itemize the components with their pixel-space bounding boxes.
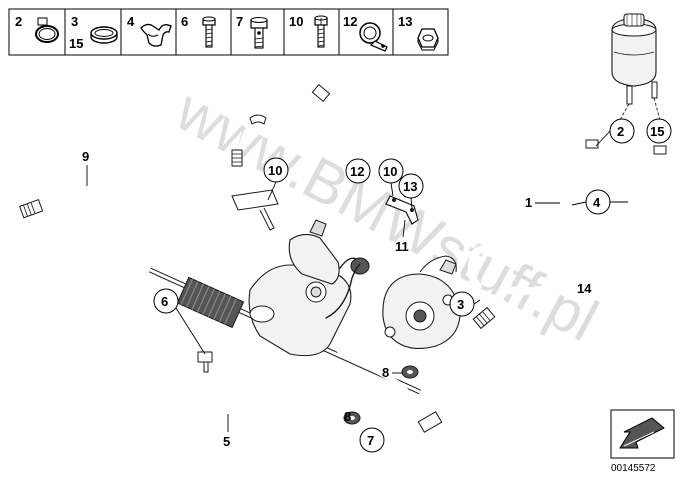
legend-item-6[interactable]: 6	[181, 14, 216, 48]
reservoir	[611, 13, 661, 121]
legend-label-10: 10	[289, 14, 303, 29]
callout-4[interactable]: 4	[571, 189, 628, 215]
legend-label-2: 2	[15, 14, 22, 29]
legend-label-13: 13	[398, 14, 412, 29]
svg-text:9: 9	[82, 149, 89, 164]
bracket-11	[385, 195, 419, 225]
svg-text:3: 3	[457, 297, 464, 312]
legend-item-10[interactable]: 10	[289, 14, 328, 48]
legend-label-3: 3	[71, 14, 78, 29]
bolt-icon	[202, 16, 216, 48]
svg-text:15: 15	[650, 124, 664, 139]
svg-text:12: 12	[350, 164, 364, 179]
svg-text:10: 10	[268, 163, 282, 178]
svg-text:4: 4	[593, 195, 601, 210]
svg-text:10: 10	[383, 164, 397, 179]
orientation-box: 00145572	[610, 409, 675, 474]
hex-nut-icon	[417, 28, 439, 51]
hose-14	[472, 145, 667, 330]
diagram-code: 00145572	[611, 463, 656, 474]
svg-text:13: 13	[403, 179, 417, 194]
callout-12[interactable]: 12	[345, 158, 371, 184]
callout-2[interactable]: 2	[595, 118, 635, 147]
callout-10-right[interactable]: 10	[378, 158, 404, 197]
svg-text:7: 7	[367, 433, 374, 448]
steering-rack	[148, 219, 422, 409]
svg-text:6: 6	[161, 294, 168, 309]
callout-1[interactable]: 1	[525, 195, 560, 210]
hose-1	[467, 139, 599, 290]
legend-item-4[interactable]: 4	[127, 14, 172, 47]
spring-clamp-icon	[90, 26, 118, 44]
callout-5[interactable]: 5	[223, 414, 230, 449]
p-clip-icon	[359, 22, 388, 52]
direction-arrow-icon	[619, 417, 665, 449]
legend-label-15: 15	[69, 36, 83, 51]
callout-13[interactable]: 13	[398, 173, 424, 209]
svg-text:11: 11	[395, 239, 409, 254]
svg-text:14: 14	[577, 281, 592, 296]
svg-text:8: 8	[382, 365, 389, 380]
callout-10-left[interactable]: 10	[263, 157, 289, 201]
callout-3[interactable]: 3	[449, 291, 481, 317]
svg-text:8: 8	[344, 409, 351, 424]
legend-label-6: 6	[181, 14, 188, 29]
callout-7[interactable]: 7	[359, 427, 385, 453]
callout-14[interactable]: 14	[577, 281, 592, 296]
svg-text:1: 1	[525, 195, 532, 210]
callout-8-upper[interactable]: 8	[382, 365, 402, 380]
callout-11[interactable]: 11	[395, 219, 409, 254]
callout-8-lower[interactable]: 8	[344, 409, 351, 424]
legend-label-4: 4	[127, 14, 135, 29]
callouts: 2 15 1 4 14 3 9	[82, 118, 672, 453]
legend-label-12: 12	[343, 14, 357, 29]
legend-label-7: 7	[236, 14, 243, 29]
hose-9	[19, 192, 280, 237]
svg-text:2: 2	[617, 124, 624, 139]
parts-legend: 2 3 15 4	[8, 8, 449, 56]
banjo-bolt-icon	[250, 17, 268, 49]
power-steering-pump	[382, 255, 461, 349]
legend-item-13[interactable]: 13	[398, 14, 439, 51]
legend-item-3[interactable]: 3 15	[69, 14, 118, 51]
callout-15[interactable]: 15	[646, 118, 672, 144]
bracket-clip-icon	[140, 23, 172, 47]
hose-clamp-icon	[35, 17, 59, 43]
legend-item-2[interactable]: 2	[15, 14, 59, 43]
svg-text:5: 5	[223, 434, 230, 449]
callout-9[interactable]: 9	[82, 149, 89, 186]
hex-screw-icon	[314, 15, 328, 48]
legend-item-12[interactable]: 12	[343, 14, 388, 52]
callout-6[interactable]: 6	[153, 288, 206, 355]
legend-item-7[interactable]: 7	[236, 14, 268, 49]
